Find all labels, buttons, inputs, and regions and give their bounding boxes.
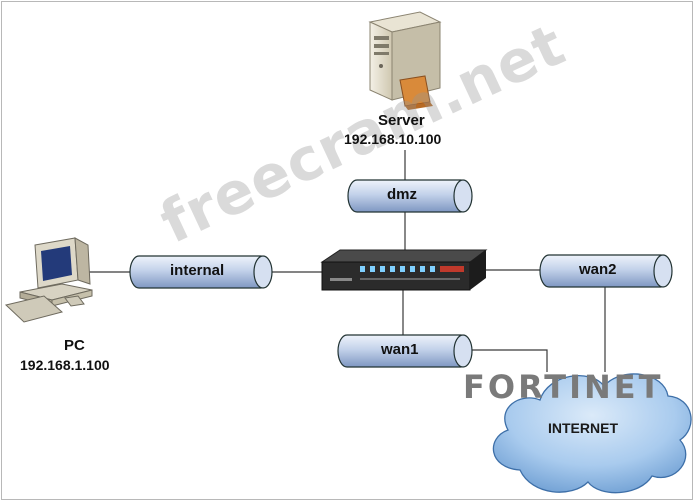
interface-label-dmz: dmz	[387, 186, 417, 203]
firewall-device-icon	[320, 249, 488, 291]
fortinet-logo: FORTINET	[463, 368, 664, 406]
pc-title: PC	[64, 337, 85, 354]
internet-label: INTERNET	[548, 420, 618, 436]
interface-label-internal: internal	[170, 262, 225, 279]
pipe-wan2	[539, 254, 673, 288]
pipe-internal	[129, 255, 273, 289]
internet-cloud-icon	[492, 373, 692, 494]
server-ip: 192.168.10.100	[344, 131, 442, 147]
server-title: Server	[378, 112, 425, 129]
line-wan1-internet	[470, 349, 548, 372]
interface-label-wan1: wan1	[381, 341, 419, 358]
server-icon	[368, 11, 442, 110]
pc-ip: 192.168.1.100	[20, 357, 110, 373]
pipe-dmz	[347, 179, 473, 213]
interface-label-wan2: wan2	[579, 261, 617, 278]
pc-icon	[4, 237, 93, 323]
pipe-wan1	[337, 334, 473, 368]
